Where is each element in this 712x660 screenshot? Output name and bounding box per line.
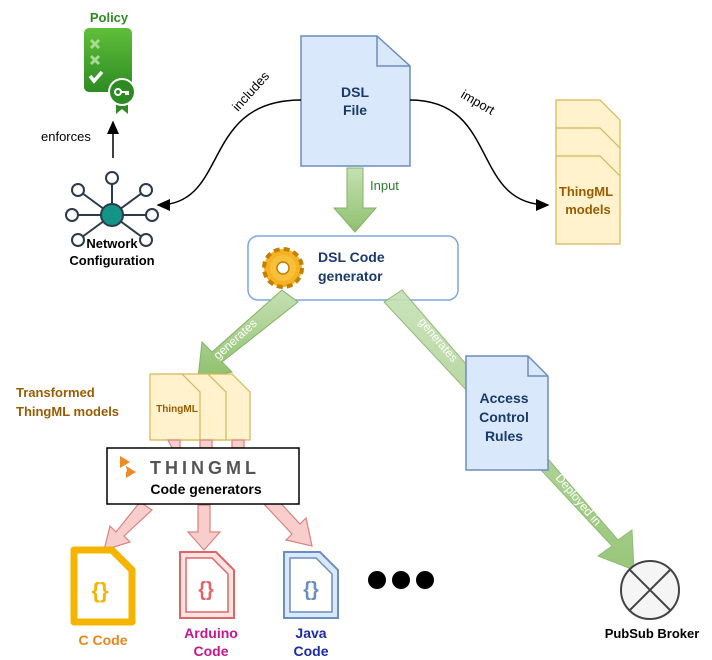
thingml-logo-text: THINGML <box>150 458 260 478</box>
policy-icon <box>84 28 136 114</box>
transformed-doc-label: ThingML <box>156 404 198 415</box>
includes-label: includes <box>229 68 272 114</box>
network-label-line2: Configuration <box>69 253 154 268</box>
thingml-code-generators <box>106 447 300 505</box>
arduino-code-file-icon: {} <box>179 551 235 619</box>
svg-text:{}: {} <box>303 579 319 601</box>
transformed-docs-stack <box>149 373 251 441</box>
pubsub-broker-icon <box>620 560 680 620</box>
thingml-logo-icon <box>120 456 136 478</box>
java-label-line2: Code <box>294 643 329 659</box>
generates-left-arrow <box>197 289 299 379</box>
java-code-file-icon: {} <box>283 551 339 619</box>
policy-title: Policy <box>90 10 129 25</box>
generator-line1: DSL Code <box>318 249 385 265</box>
svg-text:{}: {} <box>91 578 109 603</box>
code-generators-label: Code generators <box>150 481 261 497</box>
svg-text:{}: {} <box>198 579 214 601</box>
java-label-line1: Java <box>295 625 326 641</box>
dsl-file-line1: DSL <box>341 84 369 100</box>
access-control-doc <box>465 355 549 471</box>
c-code-file-icon: {} <box>70 546 136 626</box>
deployed-in-label: Deployed in <box>553 471 604 529</box>
network-icon <box>65 171 159 247</box>
thingml-models-line2: models <box>565 202 611 217</box>
arduino-label-line2: Code <box>194 643 229 659</box>
pink-output-arrows <box>103 439 313 551</box>
generator-line2: generator <box>318 268 383 284</box>
dsl-file-line2: File <box>343 102 367 118</box>
gear-icon <box>262 247 304 289</box>
input-label: Input <box>370 178 399 193</box>
dsl-code-generator <box>247 235 459 301</box>
acl-line2: Control <box>479 409 529 425</box>
c-code-label: C Code <box>79 632 128 648</box>
transformed-line2: ThingML models <box>16 404 119 419</box>
network-label-line1: Network <box>86 236 138 251</box>
dsl-file-doc <box>300 35 411 167</box>
input-arrow <box>332 167 378 233</box>
import-arrow <box>409 99 550 211</box>
acl-line3: Rules <box>485 428 523 444</box>
includes-arrow <box>156 99 302 211</box>
thingml-models-line1: ThingML <box>559 184 613 199</box>
more-outputs-ellipsis <box>368 571 434 589</box>
pubsub-broker-label: PubSub Broker <box>605 626 700 641</box>
import-label: import <box>459 87 498 118</box>
generates-left-label: generates <box>211 316 260 362</box>
arduino-label-line1: Arduino <box>184 625 238 641</box>
thingml-models-stack <box>555 99 621 245</box>
transformed-line1: Transformed <box>16 385 95 400</box>
enforces-label: enforces <box>41 129 91 144</box>
acl-line1: Access <box>479 390 528 406</box>
